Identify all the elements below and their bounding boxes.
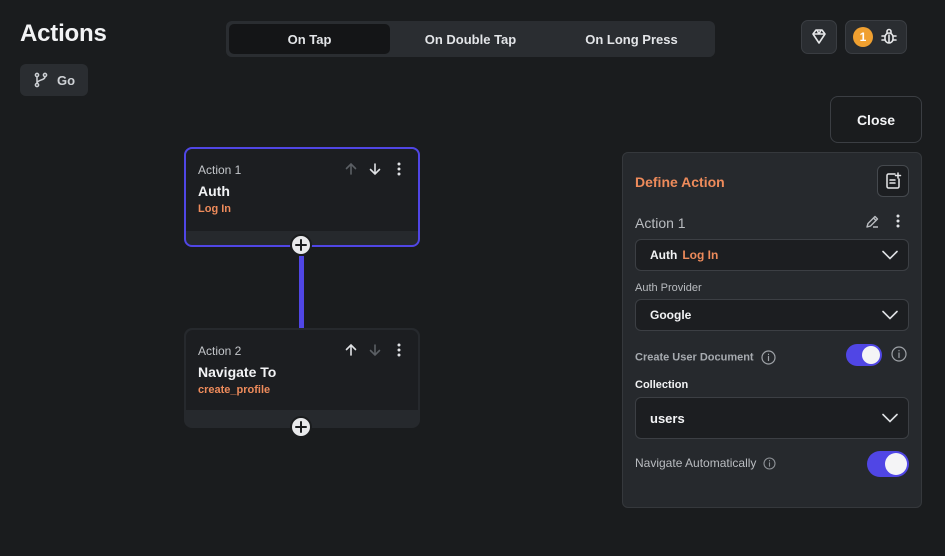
issue-count-badge: 1 bbox=[853, 27, 873, 47]
action-node-subtitle: create_profile bbox=[198, 384, 271, 396]
add-action-button[interactable] bbox=[290, 234, 312, 256]
debug-button[interactable]: 1 bbox=[845, 20, 907, 54]
plus-icon bbox=[295, 421, 307, 433]
create-user-doc-row: Create User Document bbox=[635, 350, 776, 365]
action-docs-button[interactable] bbox=[877, 165, 909, 197]
close-button[interactable]: Close bbox=[830, 96, 922, 143]
action-node-1[interactable]: Action 1 Auth Log In bbox=[184, 147, 420, 247]
info-icon[interactable] bbox=[761, 350, 776, 365]
collection-select[interactable]: users bbox=[635, 397, 909, 439]
move-down-icon[interactable] bbox=[366, 341, 384, 359]
auth-provider-select[interactable]: Google bbox=[635, 299, 909, 331]
navigate-auto-row: Navigate Automatically bbox=[635, 456, 776, 470]
tab-on-double-tap[interactable]: On Double Tap bbox=[424, 31, 517, 47]
navigate-auto-toggle[interactable] bbox=[867, 451, 909, 477]
action-node-name: Auth bbox=[198, 183, 230, 199]
tab-on-long-press[interactable]: On Long Press bbox=[585, 31, 678, 47]
action-node-name: Navigate To bbox=[198, 364, 277, 380]
auth-provider-value: Google bbox=[650, 308, 692, 322]
go-button[interactable]: Go bbox=[20, 64, 88, 96]
action-type-main: Auth bbox=[650, 248, 678, 262]
edit-pencil-icon[interactable] bbox=[863, 212, 881, 230]
more-options-icon[interactable] bbox=[889, 212, 907, 230]
create-user-doc-toggle[interactable] bbox=[846, 344, 882, 366]
panel-title: Define Action bbox=[635, 174, 725, 190]
chevron-down-icon bbox=[882, 413, 898, 423]
info-icon[interactable] bbox=[763, 457, 776, 470]
trigger-tabs: On Tap On Double Tap On Long Press bbox=[226, 21, 715, 57]
more-options-icon[interactable] bbox=[390, 160, 408, 178]
action-node-subtitle: Log In bbox=[198, 203, 231, 215]
action-node-2[interactable]: Action 2 Navigate To create_profile bbox=[184, 328, 420, 428]
go-label: Go bbox=[56, 72, 76, 88]
move-up-icon[interactable] bbox=[342, 160, 360, 178]
navigate-auto-label: Navigate Automatically bbox=[635, 456, 757, 470]
add-action-button[interactable] bbox=[290, 416, 312, 438]
action-name-label: Action 1 bbox=[635, 215, 686, 231]
info-icon[interactable] bbox=[891, 346, 907, 362]
auth-provider-label: Auth Provider bbox=[635, 282, 702, 294]
action-library-button[interactable] bbox=[801, 20, 837, 54]
bug-icon bbox=[881, 28, 897, 44]
flow-connector bbox=[299, 256, 304, 328]
define-action-panel: Define Action Action 1 Auth Log In Auth … bbox=[622, 152, 922, 508]
action-node-label: Action 1 bbox=[198, 163, 242, 177]
diamond-cursor-icon bbox=[812, 29, 826, 44]
more-options-icon[interactable] bbox=[390, 341, 408, 359]
action-type-select[interactable]: Auth Log In bbox=[635, 239, 909, 271]
create-user-doc-label: Create User Document bbox=[635, 351, 754, 364]
move-down-icon[interactable] bbox=[366, 160, 384, 178]
branch-icon bbox=[34, 72, 48, 88]
move-up-icon[interactable] bbox=[342, 341, 360, 359]
plus-icon bbox=[295, 239, 307, 251]
action-type-sub: Log In bbox=[682, 248, 719, 262]
document-add-icon bbox=[886, 172, 902, 189]
chevron-down-icon bbox=[882, 310, 898, 320]
page-title: Actions bbox=[20, 20, 107, 47]
chevron-down-icon bbox=[882, 250, 898, 260]
tab-on-tap[interactable]: On Tap bbox=[229, 24, 390, 54]
collection-value: users bbox=[650, 410, 685, 426]
action-node-label: Action 2 bbox=[198, 344, 242, 358]
collection-label: Collection bbox=[635, 379, 689, 391]
